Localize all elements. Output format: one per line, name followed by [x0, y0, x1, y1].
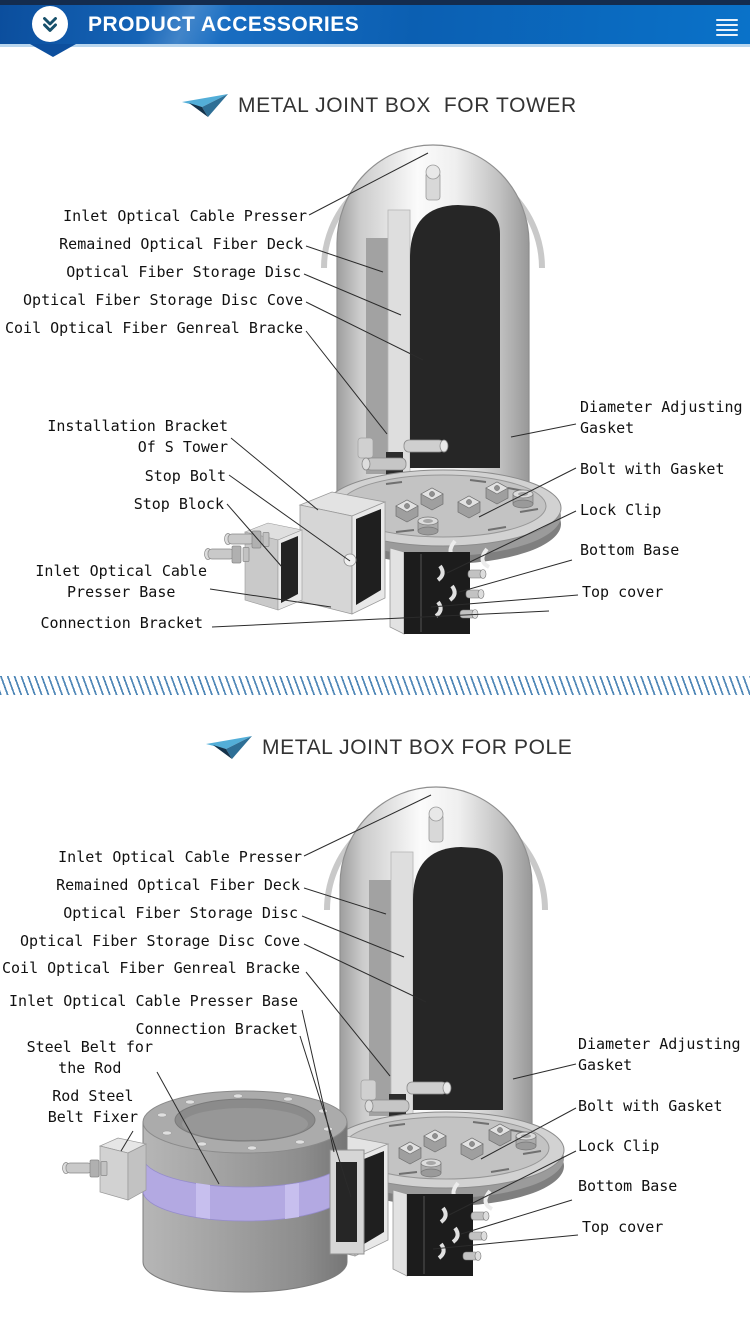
part-label-steel-belt-for-the-rod: Steel Belt for the Rod: [26, 1038, 153, 1077]
part-label-rod-steel-belt-fixer: Rod Steel Belt Fixer: [47, 1087, 138, 1126]
part-label-top-cover: Top cover: [582, 583, 664, 601]
leader-lines: [120, 152, 579, 1250]
part-label-inlet-optical-cable-presser-base: Inlet Optical Cable Presser Base: [9, 992, 298, 1010]
part-label-optical-fiber-storage-disc-cover: Optical Fiber Storage Disc Cove: [20, 932, 300, 950]
section-title-text: METAL JOINT BOX FOR POLE: [262, 735, 573, 759]
part-label-lock-clip: Lock Clip: [578, 1137, 660, 1155]
hamburger-menu-icon[interactable]: [716, 19, 738, 36]
section-badge: [32, 6, 68, 42]
part-label-optical-fiber-storage-disc-cover: Optical Fiber Storage Disc Cove: [23, 291, 303, 309]
section-title-pole: METAL JOINT BOX FOR POLE: [205, 734, 572, 761]
part-label-connection-bracket: Connection Bracket: [40, 614, 203, 632]
part-label-top-cover: Top cover: [582, 1218, 664, 1236]
part-label-bolt-with-gasket: Bolt with Gasket: [580, 460, 725, 478]
part-label-inlet-optical-cable-presser: Inlet Optical Cable Presser: [63, 207, 307, 225]
part-label-lock-clip: Lock Clip: [580, 501, 662, 519]
page-title: PRODUCT ACCESSORIES: [88, 13, 360, 36]
double-chevron-down-icon: [43, 17, 57, 32]
part-label-remained-optical-fiber-deck: Remained Optical Fiber Deck: [59, 235, 303, 253]
pole-joint-box-illustration: [62, 787, 565, 1293]
part-label-remained-optical-fiber-deck: Remained Optical Fiber Deck: [56, 876, 300, 894]
part-label-bottom-base: Bottom Base: [578, 1177, 678, 1195]
part-label-inlet-optical-cable-presser: Inlet Optical Cable Presser: [58, 848, 302, 866]
part-label-connection-bracket: Connection Bracket: [135, 1020, 298, 1038]
part-label-coil-optical-fiber-general-bracket: Coil Optical Fiber Genreal Bracke: [1, 959, 300, 977]
part-label-coil-optical-fiber-general-bracket: Coil Optical Fiber Genreal Bracke: [4, 319, 303, 337]
belt-fixer: [62, 1137, 148, 1201]
part-label-bottom-base: Bottom Base: [580, 541, 680, 559]
striped-divider: [0, 676, 750, 695]
section-title-text: METAL JOINT BOX FOR TOWER: [238, 93, 577, 117]
part-label-bolt-with-gasket: Bolt with Gasket: [578, 1097, 723, 1115]
part-label-diameter-adjusting-gasket: Diameter Adjusting Gasket: [580, 398, 743, 437]
part-label-installation-bracket-of-s-tower: Installation Bracket Of S Tower: [47, 417, 228, 456]
part-label-stop-bolt: Stop Bolt: [144, 467, 226, 485]
triangle-bullet-icon: [206, 736, 252, 759]
part-label-inlet-optical-cable-presser-base: Inlet Optical Cable Presser Base: [35, 562, 207, 601]
triangle-bullet-icon: [182, 94, 228, 117]
part-label-diameter-adjusting-gasket: Diameter Adjusting Gasket: [578, 1035, 741, 1074]
header-top-strip: [0, 0, 750, 5]
part-label-optical-fiber-storage-disc: Optical Fiber Storage Disc: [66, 263, 301, 281]
section-title-tower: METAL JOINT BOX FOR TOWER: [181, 92, 577, 119]
part-label-stop-block: Stop Block: [133, 495, 224, 513]
header-bar: [0, 5, 750, 44]
part-label-optical-fiber-storage-disc: Optical Fiber Storage Disc: [63, 904, 298, 922]
header-bottom-highlight: [0, 44, 750, 47]
